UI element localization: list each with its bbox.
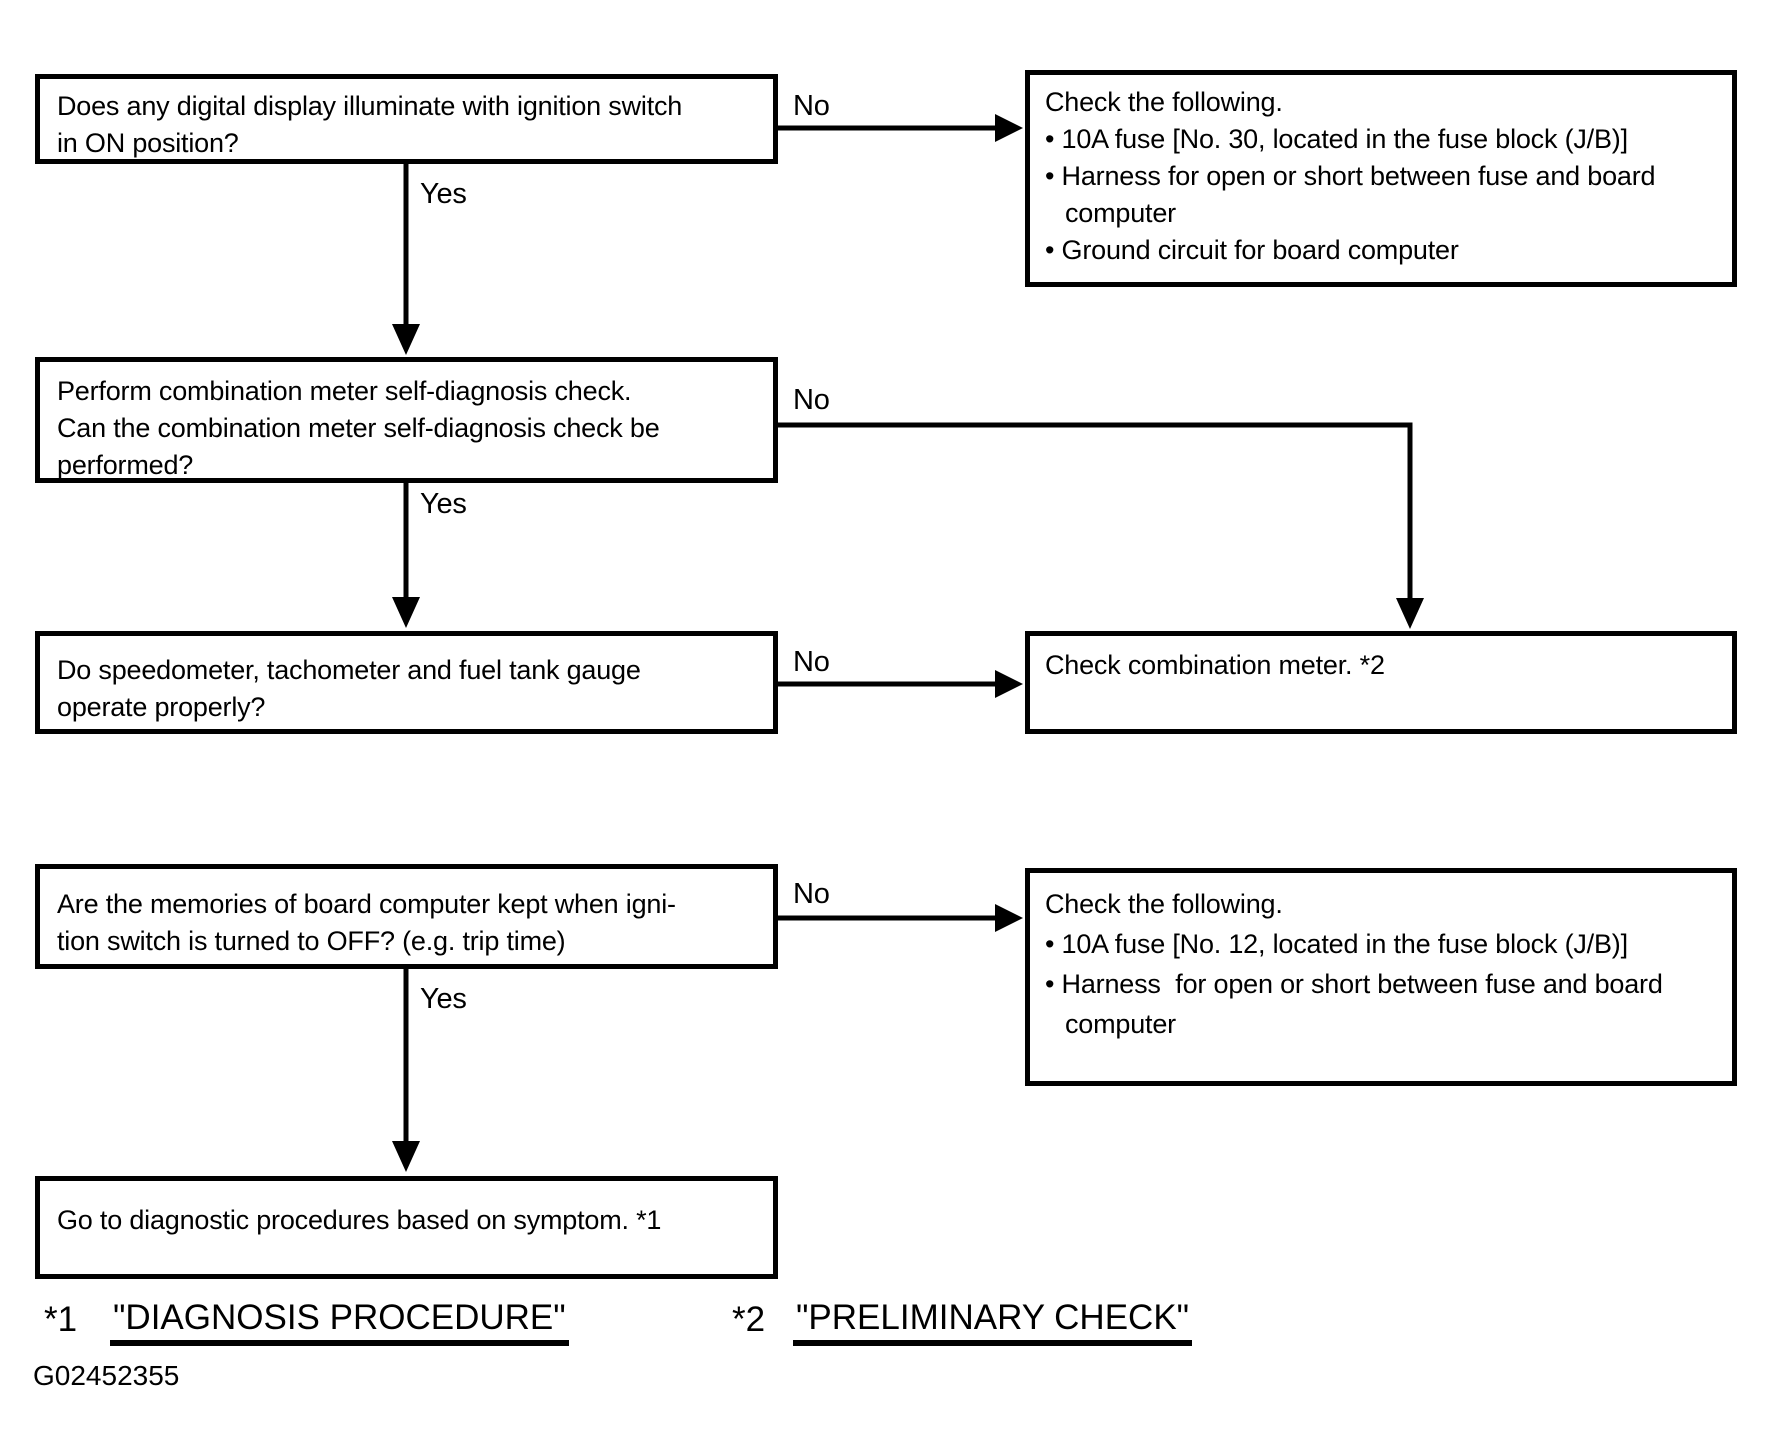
label-yes-selfdiag: Yes bbox=[420, 488, 467, 520]
flow-box-check-combination-meter: Check combination meter. *2 bbox=[1025, 631, 1737, 734]
footnote-link-text[interactable]: "DIAGNOSIS PROCEDURE" bbox=[110, 1298, 569, 1346]
label-yes-memories: Yes bbox=[420, 983, 467, 1015]
box-bullet-continuation: computer bbox=[1065, 1009, 1176, 1039]
arrow-no-gauges-to-checkmeter bbox=[778, 670, 1023, 698]
box-bullet-line: • Harness for open or short between fuse… bbox=[1045, 969, 1663, 999]
box-text-line: Does any digital display illuminate with… bbox=[57, 91, 683, 121]
footnote-marker-2: *2 bbox=[732, 1300, 766, 1339]
arrow-no-memories-to-fuse12 bbox=[778, 904, 1023, 932]
footnote-link-preliminary-check[interactable]: "PRELIMINARY CHECK" bbox=[793, 1298, 1193, 1346]
label-no-selfdiag: No bbox=[793, 384, 830, 416]
box-text-line: in ON position? bbox=[57, 128, 239, 158]
label-yes-display: Yes bbox=[420, 178, 467, 210]
arrow-yes-memories-to-diagnostics bbox=[392, 969, 420, 1172]
box-text-line: Do speedometer, tachometer and fuel tank… bbox=[57, 655, 641, 685]
flow-box-go-to-diagnostics: Go to diagnostic procedures based on sym… bbox=[35, 1176, 778, 1279]
box-text-line: Can the combination meter self-diagnosis… bbox=[57, 413, 660, 443]
label-no-display: No bbox=[793, 90, 830, 122]
footnote-link-diagnosis-procedure[interactable]: "DIAGNOSIS PROCEDURE" bbox=[110, 1298, 569, 1346]
box-text-line: Perform combination meter self-diagnosis… bbox=[57, 376, 632, 406]
flow-box-question-self-diagnosis: Perform combination meter self-diagnosis… bbox=[35, 357, 778, 483]
arrow-no-display-to-fuse30 bbox=[778, 114, 1023, 142]
footnote-marker-1: *1 bbox=[44, 1300, 78, 1339]
box-text-line: Go to diagnostic procedures based on sym… bbox=[57, 1205, 662, 1235]
box-bullet-line: • 10A fuse [No. 12, located in the fuse … bbox=[1045, 929, 1628, 959]
arrow-no-selfdiag-to-checkmeter bbox=[778, 422, 1424, 629]
box-bullet-line: • Harness for open or short between fuse… bbox=[1045, 161, 1656, 191]
box-text-line: tion switch is turned to OFF? (e.g. trip… bbox=[57, 926, 566, 956]
box-text-line: Check combination meter. *2 bbox=[1045, 650, 1385, 680]
arrow-yes-selfdiag-to-gauges bbox=[392, 483, 420, 628]
box-bullet-line: • Ground circuit for board computer bbox=[1045, 235, 1459, 265]
flow-box-check-fuse-12: Check the following. • 10A fuse [No. 12,… bbox=[1025, 868, 1737, 1086]
label-no-gauges: No bbox=[793, 646, 830, 678]
box-text-line: Check the following. bbox=[1045, 87, 1283, 117]
box-text-line: Check the following. bbox=[1045, 889, 1283, 919]
box-text-line: performed? bbox=[57, 450, 194, 480]
box-text-line: Are the memories of board computer kept … bbox=[57, 889, 676, 919]
figure-id: G02452355 bbox=[33, 1360, 180, 1391]
label-no-memories: No bbox=[793, 878, 830, 910]
box-bullet-line: • 10A fuse [No. 30, located in the fuse … bbox=[1045, 124, 1628, 154]
flow-box-question-digital-display: Does any digital display illuminate with… bbox=[35, 74, 778, 164]
flow-box-question-memories: Are the memories of board computer kept … bbox=[35, 864, 778, 969]
flow-box-check-fuse-30: Check the following. • 10A fuse [No. 30,… bbox=[1025, 70, 1737, 287]
box-text-line: operate properly? bbox=[57, 692, 266, 722]
flow-box-question-gauges: Do speedometer, tachometer and fuel tank… bbox=[35, 631, 778, 734]
arrow-yes-display-to-selfdiag bbox=[392, 164, 420, 355]
footnote-link-text[interactable]: "PRELIMINARY CHECK" bbox=[793, 1298, 1193, 1346]
box-bullet-continuation: computer bbox=[1065, 198, 1176, 228]
